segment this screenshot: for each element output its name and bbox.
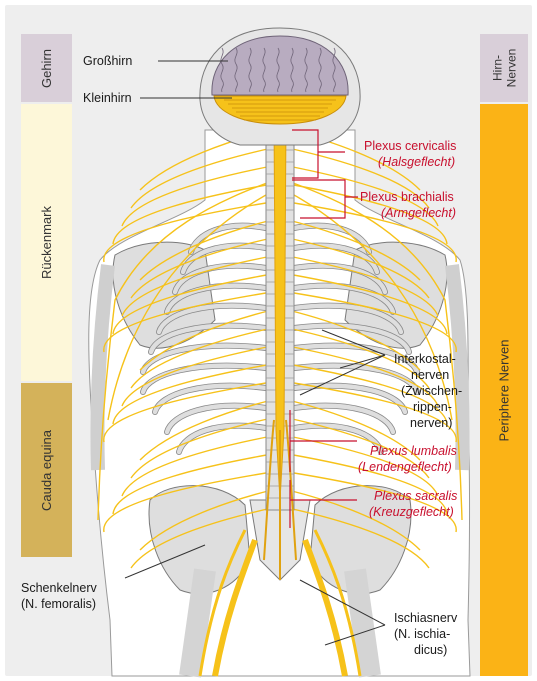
plexus-brachialis-label: Plexus brachialis <box>360 190 454 205</box>
interkostal-line4: rippen- <box>413 400 452 415</box>
interkostal-line3: (Zwischen- <box>401 384 462 399</box>
interkostal-line5: nerven) <box>410 416 452 431</box>
kreuzgeflecht-label: (Kreuzgeflecht) <box>369 505 454 520</box>
lendengeflecht-label: (Lendengeflecht) <box>358 460 452 475</box>
grosshirn-label: Großhirn <box>83 54 132 69</box>
schenkelnerv-line2: (N. femoralis) <box>21 597 96 612</box>
interkostal-line1: Interkostal- <box>394 352 456 367</box>
ischiasnerv-line1: Ischiasnerv <box>394 611 457 626</box>
ischiasnerv-line2: (N. ischia- <box>394 627 450 642</box>
halsgeflecht-label: (Halsgeflecht) <box>378 155 455 170</box>
plexus-cervicalis-label: Plexus cervicalis <box>364 139 456 154</box>
kleinhirn-label: Kleinhirn <box>83 91 132 106</box>
interkostal-line2: nerven <box>411 368 449 383</box>
ischiasnerv-line3: dicus) <box>414 643 447 658</box>
plexus-sacralis-label: Plexus sacralis <box>374 489 457 504</box>
schenkelnerv-line1: Schenkelnerv <box>21 581 97 596</box>
plexus-lumbalis-label: Plexus lumbalis <box>370 444 457 459</box>
armgeflecht-label: (Armgeflecht) <box>381 206 456 221</box>
